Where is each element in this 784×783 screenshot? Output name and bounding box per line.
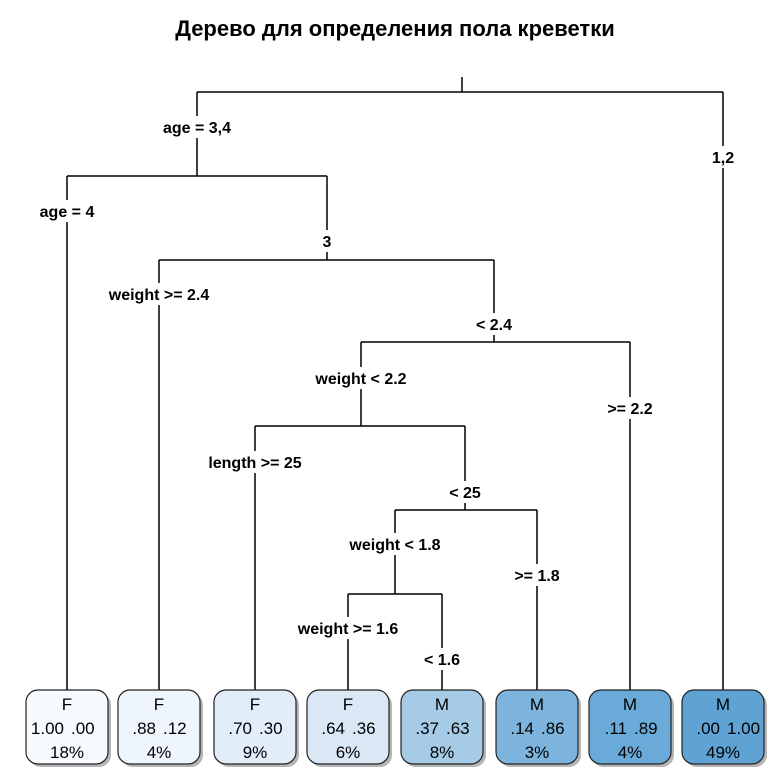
leaf-prob-f: .00 (696, 719, 720, 738)
leaf-percent: 18% (50, 743, 84, 762)
leaf-percent: 6% (336, 743, 361, 762)
split-label-weight-ge-16: weight >= 1.6 (297, 621, 399, 638)
leaf-nodes: F 1.00 .00 18% F .88 .12 4% F .70 .30 9% F .64 .36 6% M.… (25, 689, 767, 767)
leaf-prob-f: .88 (132, 719, 156, 738)
leaf-prob-m: .00 (71, 719, 95, 738)
chart-title: Дерево для определения пола креветки (175, 16, 614, 41)
split-label-weight-lt-24: < 2.4 (476, 317, 512, 334)
leaf-prob-f: .37 (415, 719, 439, 738)
leaf-node-1: F 1.00 .00 18% (25, 689, 111, 767)
split-label-length-lt-25: < 25 (449, 485, 481, 502)
leaf-percent: 3% (525, 743, 550, 762)
leaf-box (495, 689, 579, 765)
split-label-age12: 1,2 (712, 150, 734, 167)
leaf-box (117, 689, 201, 765)
leaf-node-7: M .11 .89 4% (588, 689, 674, 767)
edge-age34 (66, 175, 328, 690)
leaf-class-label: M (530, 695, 544, 714)
leaf-node-6: M .14 .86 3% (495, 689, 581, 767)
tree-edges (66, 77, 724, 690)
leaf-class-label: F (154, 695, 164, 714)
split-label-age3: 3 (323, 234, 332, 251)
leaf-box (400, 689, 484, 765)
leaf-box (213, 689, 297, 765)
split-label-age4: age = 4 (40, 204, 95, 221)
leaf-prob-f: 1.00 (31, 719, 64, 738)
split-labels: age = 3,4 1,2 age = 4 3 weight >= 2.4 < … (25, 116, 741, 670)
leaf-percent: 9% (243, 743, 268, 762)
edge-w18 (347, 593, 443, 690)
split-label-weight-lt-18: weight < 1.8 (348, 537, 440, 554)
leaf-class-label: M (623, 695, 637, 714)
split-label-age34: age = 3,4 (163, 120, 231, 137)
leaf-prob-f: .70 (228, 719, 252, 738)
leaf-prob-f: .14 (510, 719, 534, 738)
leaf-node-8: M .00 1.00 49% (681, 689, 767, 767)
split-label-weight-ge-24: weight >= 2.4 (108, 287, 210, 304)
leaf-node-3: F .70 .30 9% (213, 689, 299, 767)
leaf-prob-m: .86 (541, 719, 565, 738)
leaf-percent: 49% (706, 743, 740, 762)
leaf-box (25, 689, 109, 765)
leaf-node-2: F .88 .12 4% (117, 689, 203, 767)
leaf-box (588, 689, 672, 765)
leaf-class-label: M (716, 695, 730, 714)
leaf-percent: 8% (430, 743, 455, 762)
split-label-length-ge-25: length >= 25 (208, 455, 301, 472)
leaf-node-4: F .64 .36 6% (306, 689, 392, 767)
leaf-class-label: M (435, 695, 449, 714)
split-label-weight-ge-22: >= 2.2 (607, 401, 652, 418)
leaf-percent: 4% (618, 743, 643, 762)
leaf-prob-f: .11 (605, 719, 627, 738)
split-label-weight-lt-22: weight < 2.2 (314, 371, 406, 388)
leaf-prob-m: .12 (163, 719, 187, 738)
leaf-box (681, 689, 765, 765)
leaf-prob-m: 1.00 (727, 719, 760, 738)
edge-root (196, 77, 724, 690)
leaf-node-5: M .37 .63 8% (400, 689, 486, 767)
leaf-prob-f: .64 (321, 719, 345, 738)
leaf-percent: 4% (147, 743, 172, 762)
leaf-prob-m: .89 (634, 719, 658, 738)
leaf-class-label: F (343, 695, 353, 714)
leaf-prob-m: .30 (259, 719, 283, 738)
split-label-weight-ge-18: >= 1.8 (514, 568, 559, 585)
leaf-prob-m: .63 (446, 719, 470, 738)
leaf-class-label: F (62, 695, 72, 714)
split-label-weight-lt-16: < 1.6 (424, 652, 460, 669)
leaf-box (306, 689, 390, 765)
leaf-prob-m: .36 (352, 719, 376, 738)
leaf-class-label: F (250, 695, 260, 714)
